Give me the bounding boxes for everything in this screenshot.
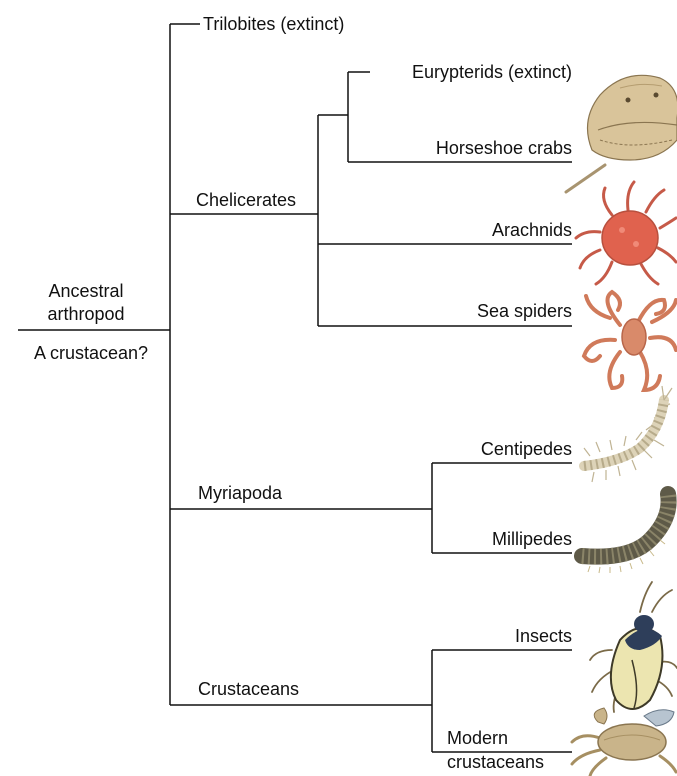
label-modern-crustaceans-2: crustaceans — [447, 752, 544, 772]
label-myriapoda: Myriapoda — [198, 483, 283, 503]
millipede-illustration — [582, 494, 669, 573]
horseshoe-crab-illustration — [566, 75, 677, 192]
label-crustaceans: Crustaceans — [198, 679, 299, 699]
label-insects: Insects — [515, 626, 572, 646]
centipede-illustration — [584, 386, 672, 482]
label-chelicerates: Chelicerates — [196, 190, 296, 210]
root-label-line2: arthropod — [47, 304, 124, 324]
label-millipedes: Millipedes — [492, 529, 572, 549]
label-trilobites: Trilobites (extinct) — [203, 14, 344, 34]
labels: Ancestral arthropod A crustacean? Trilob… — [34, 14, 572, 772]
label-sea-spiders: Sea spiders — [477, 301, 572, 321]
label-horseshoe-crabs: Horseshoe crabs — [436, 138, 572, 158]
crab-illustration — [572, 708, 676, 776]
label-modern-crustaceans-1: Modern — [447, 728, 508, 748]
label-centipedes: Centipedes — [481, 439, 572, 459]
sea-spider-illustration — [584, 292, 676, 390]
insect-illustration — [590, 582, 677, 712]
root-label-line1: Ancestral — [48, 281, 123, 301]
arachnid-illustration — [576, 182, 676, 284]
root-question: A crustacean? — [34, 343, 148, 363]
tree-branches — [18, 24, 572, 752]
label-eurypterids: Eurypterids (extinct) — [412, 62, 572, 82]
label-arachnids: Arachnids — [492, 220, 572, 240]
